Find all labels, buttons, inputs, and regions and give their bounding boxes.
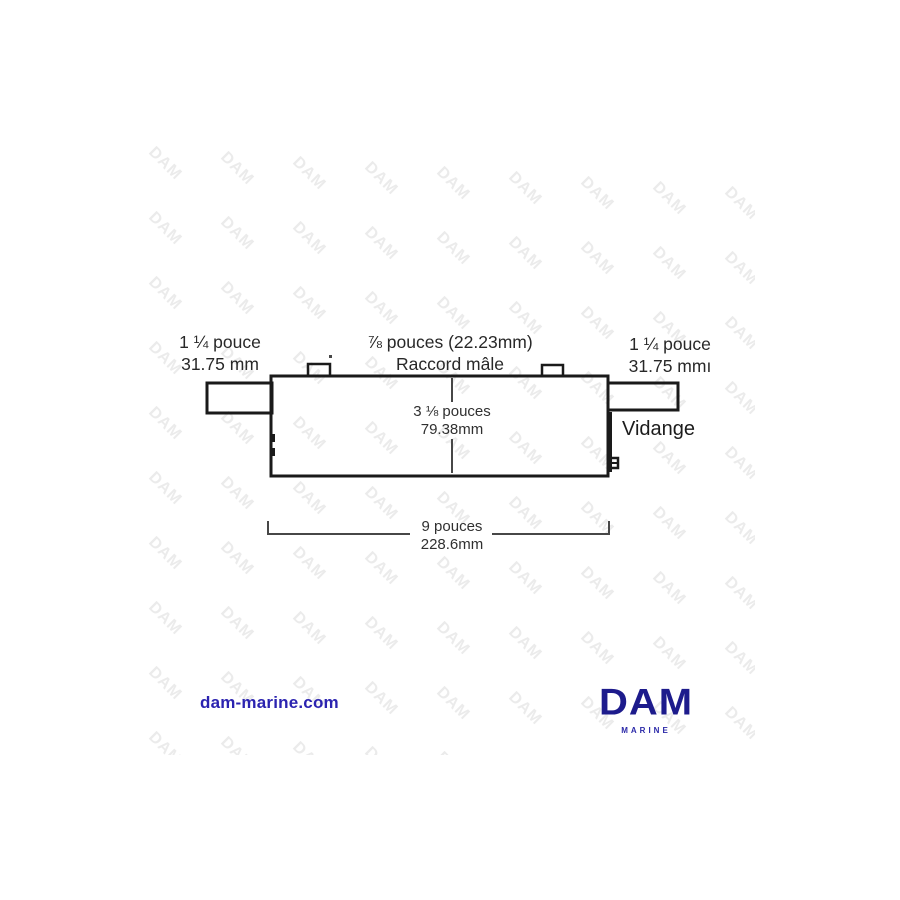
right-port-dimension-label: 1 ¼ pouce 31.75 mmı xyxy=(629,333,712,377)
right-port-dim-mm: 31.75 mmı xyxy=(628,356,712,376)
left-edge-notch-2 xyxy=(271,448,275,456)
right-top-fitting xyxy=(540,363,565,378)
length-dim-mm: 228.6mm xyxy=(420,535,484,553)
length-dim-line-left xyxy=(267,521,410,535)
logo-marine-text: MARINE xyxy=(621,726,671,735)
top-fitting-dim-inches: ⅞ pouces (22.23mm) xyxy=(367,332,533,352)
left-edge-notch-1 xyxy=(271,434,275,442)
length-dimension-label: 9 pouces 228.6mm xyxy=(421,518,484,553)
website-text: dam-marine.com xyxy=(200,693,339,712)
right-port-dim-inches: 1 ¼ pouce xyxy=(629,334,711,354)
right-port xyxy=(606,381,680,412)
height-dim-inches: 3 ⅛ pouces xyxy=(413,403,491,420)
left-port-dimension-label: 1 ¼ pouce 31.75 mm xyxy=(179,331,261,375)
height-dimension-label: 3 ⅛ pouces 79.38mm xyxy=(413,403,491,438)
top-fitting-dim-type: Raccord mâle xyxy=(396,354,504,374)
length-dim-line-right xyxy=(492,521,610,535)
height-dim-mm: 79.38mm xyxy=(420,420,484,438)
left-port xyxy=(205,381,274,415)
dam-marine-logo: DAM MARINE xyxy=(584,684,708,735)
left-port-dim-mm: 31.75 mm xyxy=(181,354,259,374)
left-port-dim-inches: 1 ¼ pouce xyxy=(179,332,261,352)
left-top-fitting xyxy=(306,362,332,378)
speck xyxy=(329,355,332,358)
drain-label: Vidange xyxy=(622,418,696,440)
length-dim-inches: 9 pouces xyxy=(421,518,483,535)
top-fitting-dimension-label: ⅞ pouces (22.23mm) Raccord mâle xyxy=(367,331,532,375)
logo-dam-text: DAM xyxy=(598,682,694,723)
